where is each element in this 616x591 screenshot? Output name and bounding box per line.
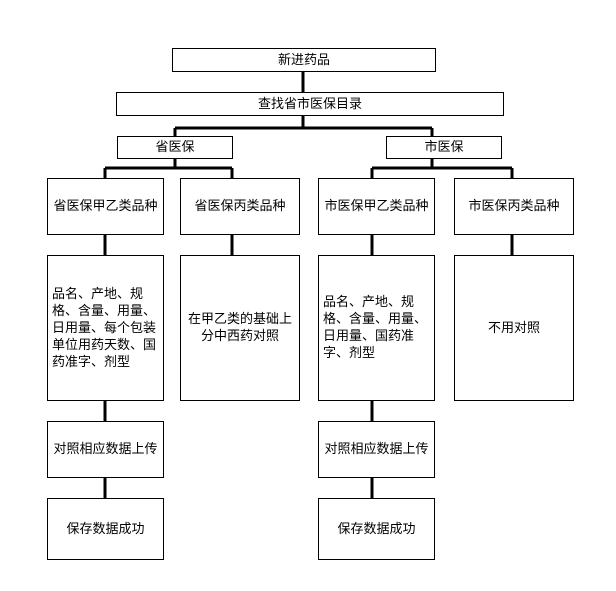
provincial-upload-text: 对照相应数据上传 [53,442,158,457]
provincial-class-ab-label: 省医保甲乙类品种 [53,199,158,214]
municipal-class-c-note-text: 不用对照 [487,320,540,336]
provincial-class-c-node: 省医保丙类品种 [180,178,300,235]
municipal-save-node: 保存数据成功 [318,498,435,560]
provincial-node-label: 省医保 [155,140,195,155]
municipal-class-c-note-node: 不用对照 [454,255,574,401]
provincial-class-ab-node: 省医保甲乙类品种 [47,178,164,235]
search-node-label: 查找省市医保目录 [257,96,362,112]
municipal-fields-text: 品名、产地、规格、含量、用量、日用量、国药准字、剂型 [323,295,428,361]
provincial-upload-node: 对照相应数据上传 [47,421,164,478]
provincial-fields-node: 品名、产地、规格、含量、用量、日用量、每个包装单位用药天数、国药准字、剂型 [47,255,164,401]
provincial-save-text: 保存数据成功 [66,521,145,537]
provincial-save-node: 保存数据成功 [47,498,164,560]
root-node: 新进药品 [172,48,436,72]
municipal-class-c-label: 市医保丙类品种 [468,199,560,214]
municipal-upload-text: 对照相应数据上传 [324,442,429,457]
municipal-class-ab-label: 市医保甲乙类品种 [324,199,429,214]
provincial-class-c-note-node: 在甲乙类的基础上分中西药对照 [180,255,300,401]
municipal-upload-node: 对照相应数据上传 [318,421,435,478]
municipal-save-text: 保存数据成功 [337,521,416,537]
municipal-class-ab-node: 市医保甲乙类品种 [318,178,435,235]
municipal-fields-node: 品名、产地、规格、含量、用量、日用量、国药准字、剂型 [318,255,435,401]
provincial-class-c-note-text: 在甲乙类的基础上分中西药对照 [187,312,292,344]
provincial-node: 省医保 [117,136,233,159]
provincial-fields-text: 品名、产地、规格、含量、用量、日用量、每个包装单位用药天数、国药准字、剂型 [52,286,157,370]
municipal-node: 市医保 [386,136,502,159]
search-node: 查找省市医保目录 [116,92,504,116]
municipal-class-c-node: 市医保丙类品种 [454,178,574,235]
root-node-label: 新进药品 [277,52,330,68]
municipal-node-label: 市医保 [424,140,464,155]
provincial-class-c-label: 省医保丙类品种 [194,199,286,214]
